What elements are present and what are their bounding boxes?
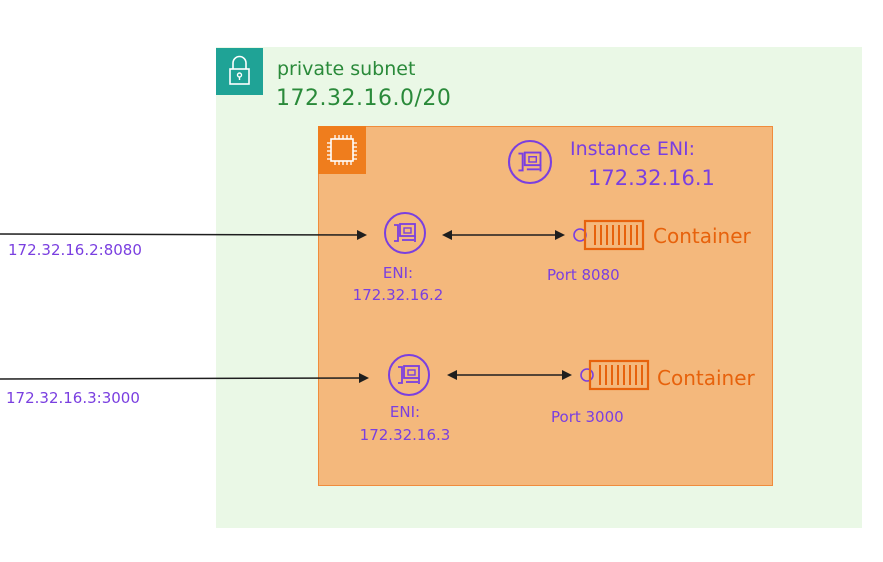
- container-icon-1: [583, 219, 645, 251]
- port-label-2: Port 3000: [551, 408, 624, 426]
- eni-icon-2: [388, 354, 430, 396]
- container-label-1: Container: [653, 224, 751, 248]
- chip-icon: [327, 135, 357, 165]
- container-icon-2: [588, 359, 650, 391]
- inbound-arrow-8080: [0, 229, 367, 240]
- eni-label-1: ENI:: [382, 264, 414, 282]
- ec2-instance-box: [318, 126, 773, 486]
- eni-ip-2: 172.32.16.3: [359, 426, 451, 444]
- instance-eni-label: Instance ENI:: [570, 138, 696, 160]
- instance-badge: [318, 126, 366, 174]
- eni-label-2: ENI:: [389, 403, 421, 421]
- subnet-cidr: 172.32.16.0/20: [276, 86, 452, 111]
- port-dot-3000: [580, 368, 594, 382]
- external-endpoint-2: 172.32.16.3:3000: [6, 389, 140, 407]
- container-label-2: Container: [657, 366, 755, 390]
- eni-ip-1: 172.32.16.2: [352, 286, 444, 304]
- inbound-arrow-3000: [0, 373, 369, 384]
- eni-icon-1: [384, 212, 426, 254]
- subnet-label: private subnet: [277, 58, 416, 80]
- instance-eni-icon: [507, 139, 553, 185]
- port-label-1: Port 8080: [547, 266, 620, 284]
- external-endpoint-1: 172.32.16.2:8080: [8, 241, 142, 259]
- subnet-badge: [216, 48, 263, 95]
- lock-icon: [229, 55, 250, 85]
- instance-eni-ip: 172.32.16.1: [588, 166, 715, 190]
